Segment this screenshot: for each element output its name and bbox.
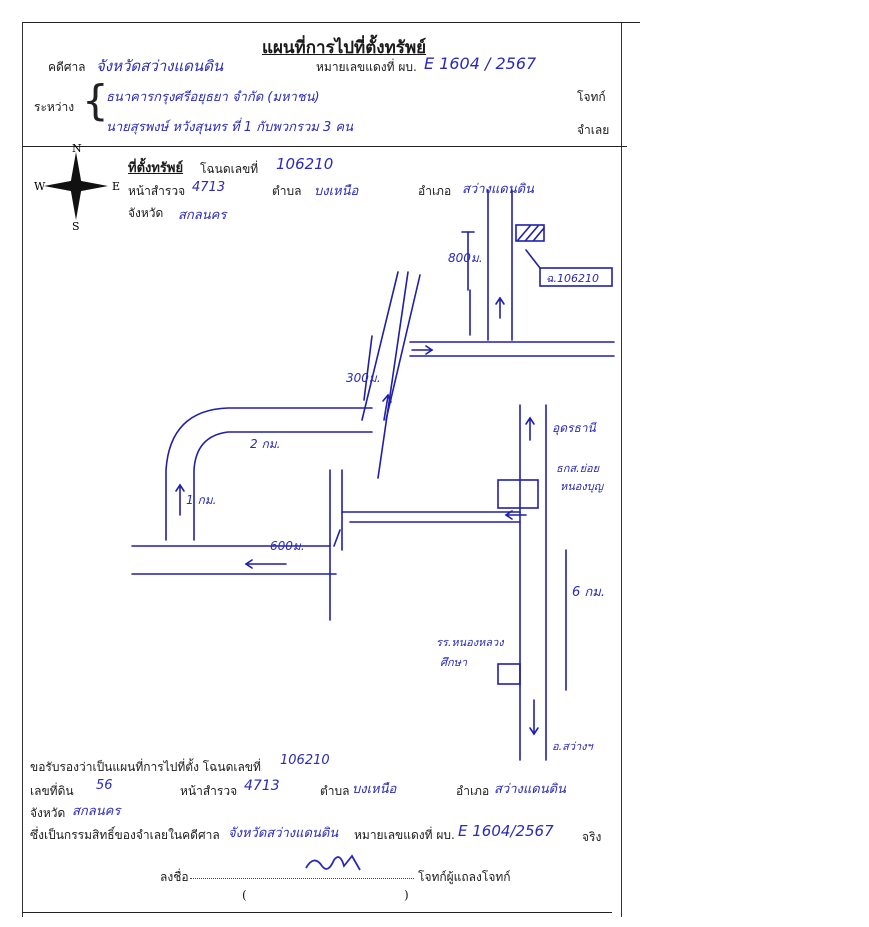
cert-district-value: สว่างแดนดิน bbox=[494, 782, 566, 797]
cert-line1-label: ขอรับรองว่าเป็นแผนที่การไปที่ตั้ง โฉนดเล… bbox=[30, 760, 261, 774]
document-frame bbox=[22, 22, 622, 917]
province-value: สกลนคร bbox=[178, 208, 227, 223]
subdistrict-value: บงเหนือ bbox=[314, 184, 359, 199]
survey-value: 4713 bbox=[192, 180, 226, 195]
paren-open: ( bbox=[242, 888, 247, 902]
bottom-rule bbox=[22, 912, 612, 913]
compass-s: S bbox=[72, 220, 80, 232]
defendant-value: นายสุรพงษ์ หวังสุนทร ที่ 1 กับพวกรวม 3 ค… bbox=[106, 120, 353, 135]
page-title: แผนที่การไปที่ตั้งทรัพย์ bbox=[262, 38, 427, 58]
cert-subdistrict-label: ตำบล bbox=[320, 784, 350, 798]
cert-deed-value: 106210 bbox=[280, 753, 330, 768]
signature-mark bbox=[305, 854, 361, 871]
survey-label: หน้าสำรวจ bbox=[128, 184, 186, 198]
cert-survey-value: 4713 bbox=[244, 778, 280, 794]
between-label: ระหว่าง bbox=[34, 100, 75, 114]
cert-suffix: จริง bbox=[582, 830, 602, 844]
compass-e: E bbox=[112, 180, 120, 193]
case-no-value: E 1604 / 2567 bbox=[424, 54, 537, 73]
cert-province-value: สกลนคร bbox=[72, 804, 121, 819]
cert-province-label: จังหวัด bbox=[30, 806, 66, 820]
subdistrict-label: ตำบล bbox=[272, 184, 302, 198]
cert-case-no-label: หมายเลขแดงที่ ผบ. bbox=[354, 828, 455, 842]
deed-label: โฉนดเลขที่ bbox=[200, 162, 259, 176]
court-value: จังหวัดสว่างแดนดิน bbox=[96, 57, 224, 75]
compass-w: W bbox=[34, 180, 46, 193]
compass-n: N bbox=[72, 142, 82, 155]
cert-owner-label: ซึ่งเป็นกรรมสิทธิ์ของจำเลยในคดีศาล bbox=[30, 828, 220, 842]
cert-case-no-value: E 1604/2567 bbox=[458, 822, 554, 840]
deed-value: 106210 bbox=[276, 155, 334, 173]
district-label: อำเภอ bbox=[418, 184, 452, 198]
between-brace: { bbox=[82, 76, 109, 125]
case-no-label: หมายเลขแดงที่ ผบ. bbox=[316, 60, 417, 74]
location-heading: ที่ตั้งทรัพย์ bbox=[128, 161, 184, 176]
sign-line bbox=[190, 866, 414, 879]
province-label: จังหวัด bbox=[128, 206, 164, 220]
sign-label: ลงชื่อ bbox=[160, 870, 189, 884]
defendant-role: จำเลย bbox=[577, 123, 610, 137]
paren-close: ) bbox=[404, 888, 409, 902]
cert-land-no-label: เลขที่ดิน bbox=[30, 784, 74, 798]
cert-survey-label: หน้าสำรวจ bbox=[180, 784, 238, 798]
cert-land-no-value: 56 bbox=[96, 778, 113, 793]
plaintiff-value: ธนาคารกรุงศรีอยุธยา จำกัด (มหาชน) bbox=[106, 90, 320, 105]
signer-role: โจทก์ผู้แถลงโจทก์ bbox=[418, 870, 511, 884]
cert-court-value: จังหวัดสว่างแดนดิน bbox=[228, 826, 339, 841]
court-label: คดีศาล bbox=[48, 60, 86, 74]
cert-district-label: อำเภอ bbox=[456, 784, 490, 798]
compass-icon: N S W E bbox=[34, 142, 120, 232]
district-value: สว่างแดนดิน bbox=[462, 182, 534, 197]
top-rule bbox=[22, 22, 640, 23]
cert-subdistrict-value: บงเหนือ bbox=[352, 782, 397, 797]
plaintiff-role: โจทก์ bbox=[577, 90, 606, 104]
header-rule bbox=[22, 146, 627, 147]
